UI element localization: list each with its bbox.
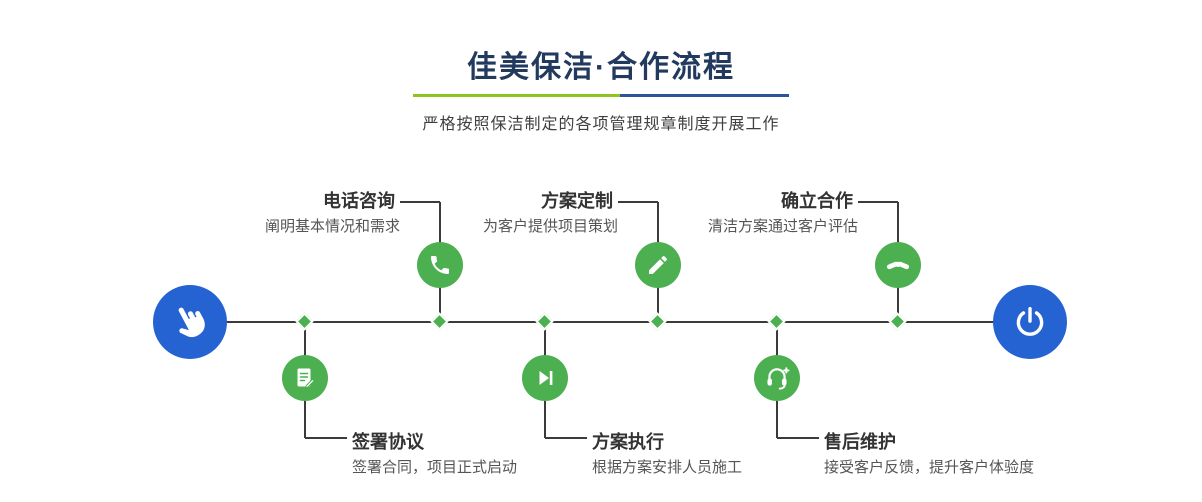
power-icon — [1013, 305, 1047, 339]
step-title-execution: 方案执行 — [592, 432, 664, 452]
timeline-diamond — [535, 312, 554, 331]
step-title-agreement: 签署协议 — [352, 432, 424, 452]
connector-hline — [400, 201, 440, 203]
step-title-aftersales: 售后维护 — [824, 432, 896, 452]
connector-hline — [618, 201, 658, 203]
page-title: 佳美保洁·合作流程 — [467, 51, 735, 84]
timeline-start-node — [153, 285, 227, 359]
timeline-end-node — [993, 285, 1067, 359]
step-title-plan-custom: 方案定制 — [541, 191, 613, 211]
timeline-diamond — [888, 312, 907, 331]
pencil-icon — [646, 253, 670, 277]
step-node-phone — [417, 242, 463, 288]
step-desc-agreement: 签署合同，项目正式启动 — [352, 459, 518, 476]
contract-icon — [293, 366, 317, 390]
timeline-diamond — [430, 312, 449, 331]
timeline-diamond — [767, 312, 786, 331]
page-subtitle: 严格按照保洁制定的各项管理规章制度开展工作 — [422, 116, 780, 133]
handshake-icon — [885, 252, 911, 278]
connector-hline — [545, 437, 587, 439]
step-title-phone-consult: 电话咨询 — [323, 191, 395, 211]
divider-blue-segment — [619, 94, 789, 97]
step-title-cooperation: 确立合作 — [781, 191, 853, 211]
phone-icon — [428, 253, 452, 277]
step-node-plan — [635, 242, 681, 288]
step-node-aftersales — [754, 355, 800, 401]
timeline-diamond — [648, 312, 667, 331]
step-desc-phone-consult: 阐明基本情况和需求 — [264, 218, 400, 235]
step-node-agreement — [282, 355, 328, 401]
timeline-line — [190, 321, 1030, 323]
play-next-icon — [533, 366, 557, 390]
step-desc-aftersales: 接受客户反馈，提升客户体验度 — [824, 459, 1035, 476]
connector-hline — [858, 201, 898, 203]
step-node-execution — [522, 355, 568, 401]
divider-green-segment — [413, 94, 620, 97]
step-desc-execution: 根据方案安排人员施工 — [592, 459, 743, 476]
step-desc-cooperation: 清洁方案通过客户评估 — [707, 218, 858, 235]
headset-icon — [764, 365, 790, 391]
step-node-cooperation — [875, 242, 921, 288]
hand-pointer-icon — [171, 303, 209, 341]
connector-hline — [305, 437, 347, 439]
title-divider — [413, 94, 789, 97]
timeline-diamond — [295, 312, 314, 331]
connector-hline — [777, 437, 819, 439]
step-desc-plan-custom: 为客户提供项目策划 — [482, 218, 618, 235]
